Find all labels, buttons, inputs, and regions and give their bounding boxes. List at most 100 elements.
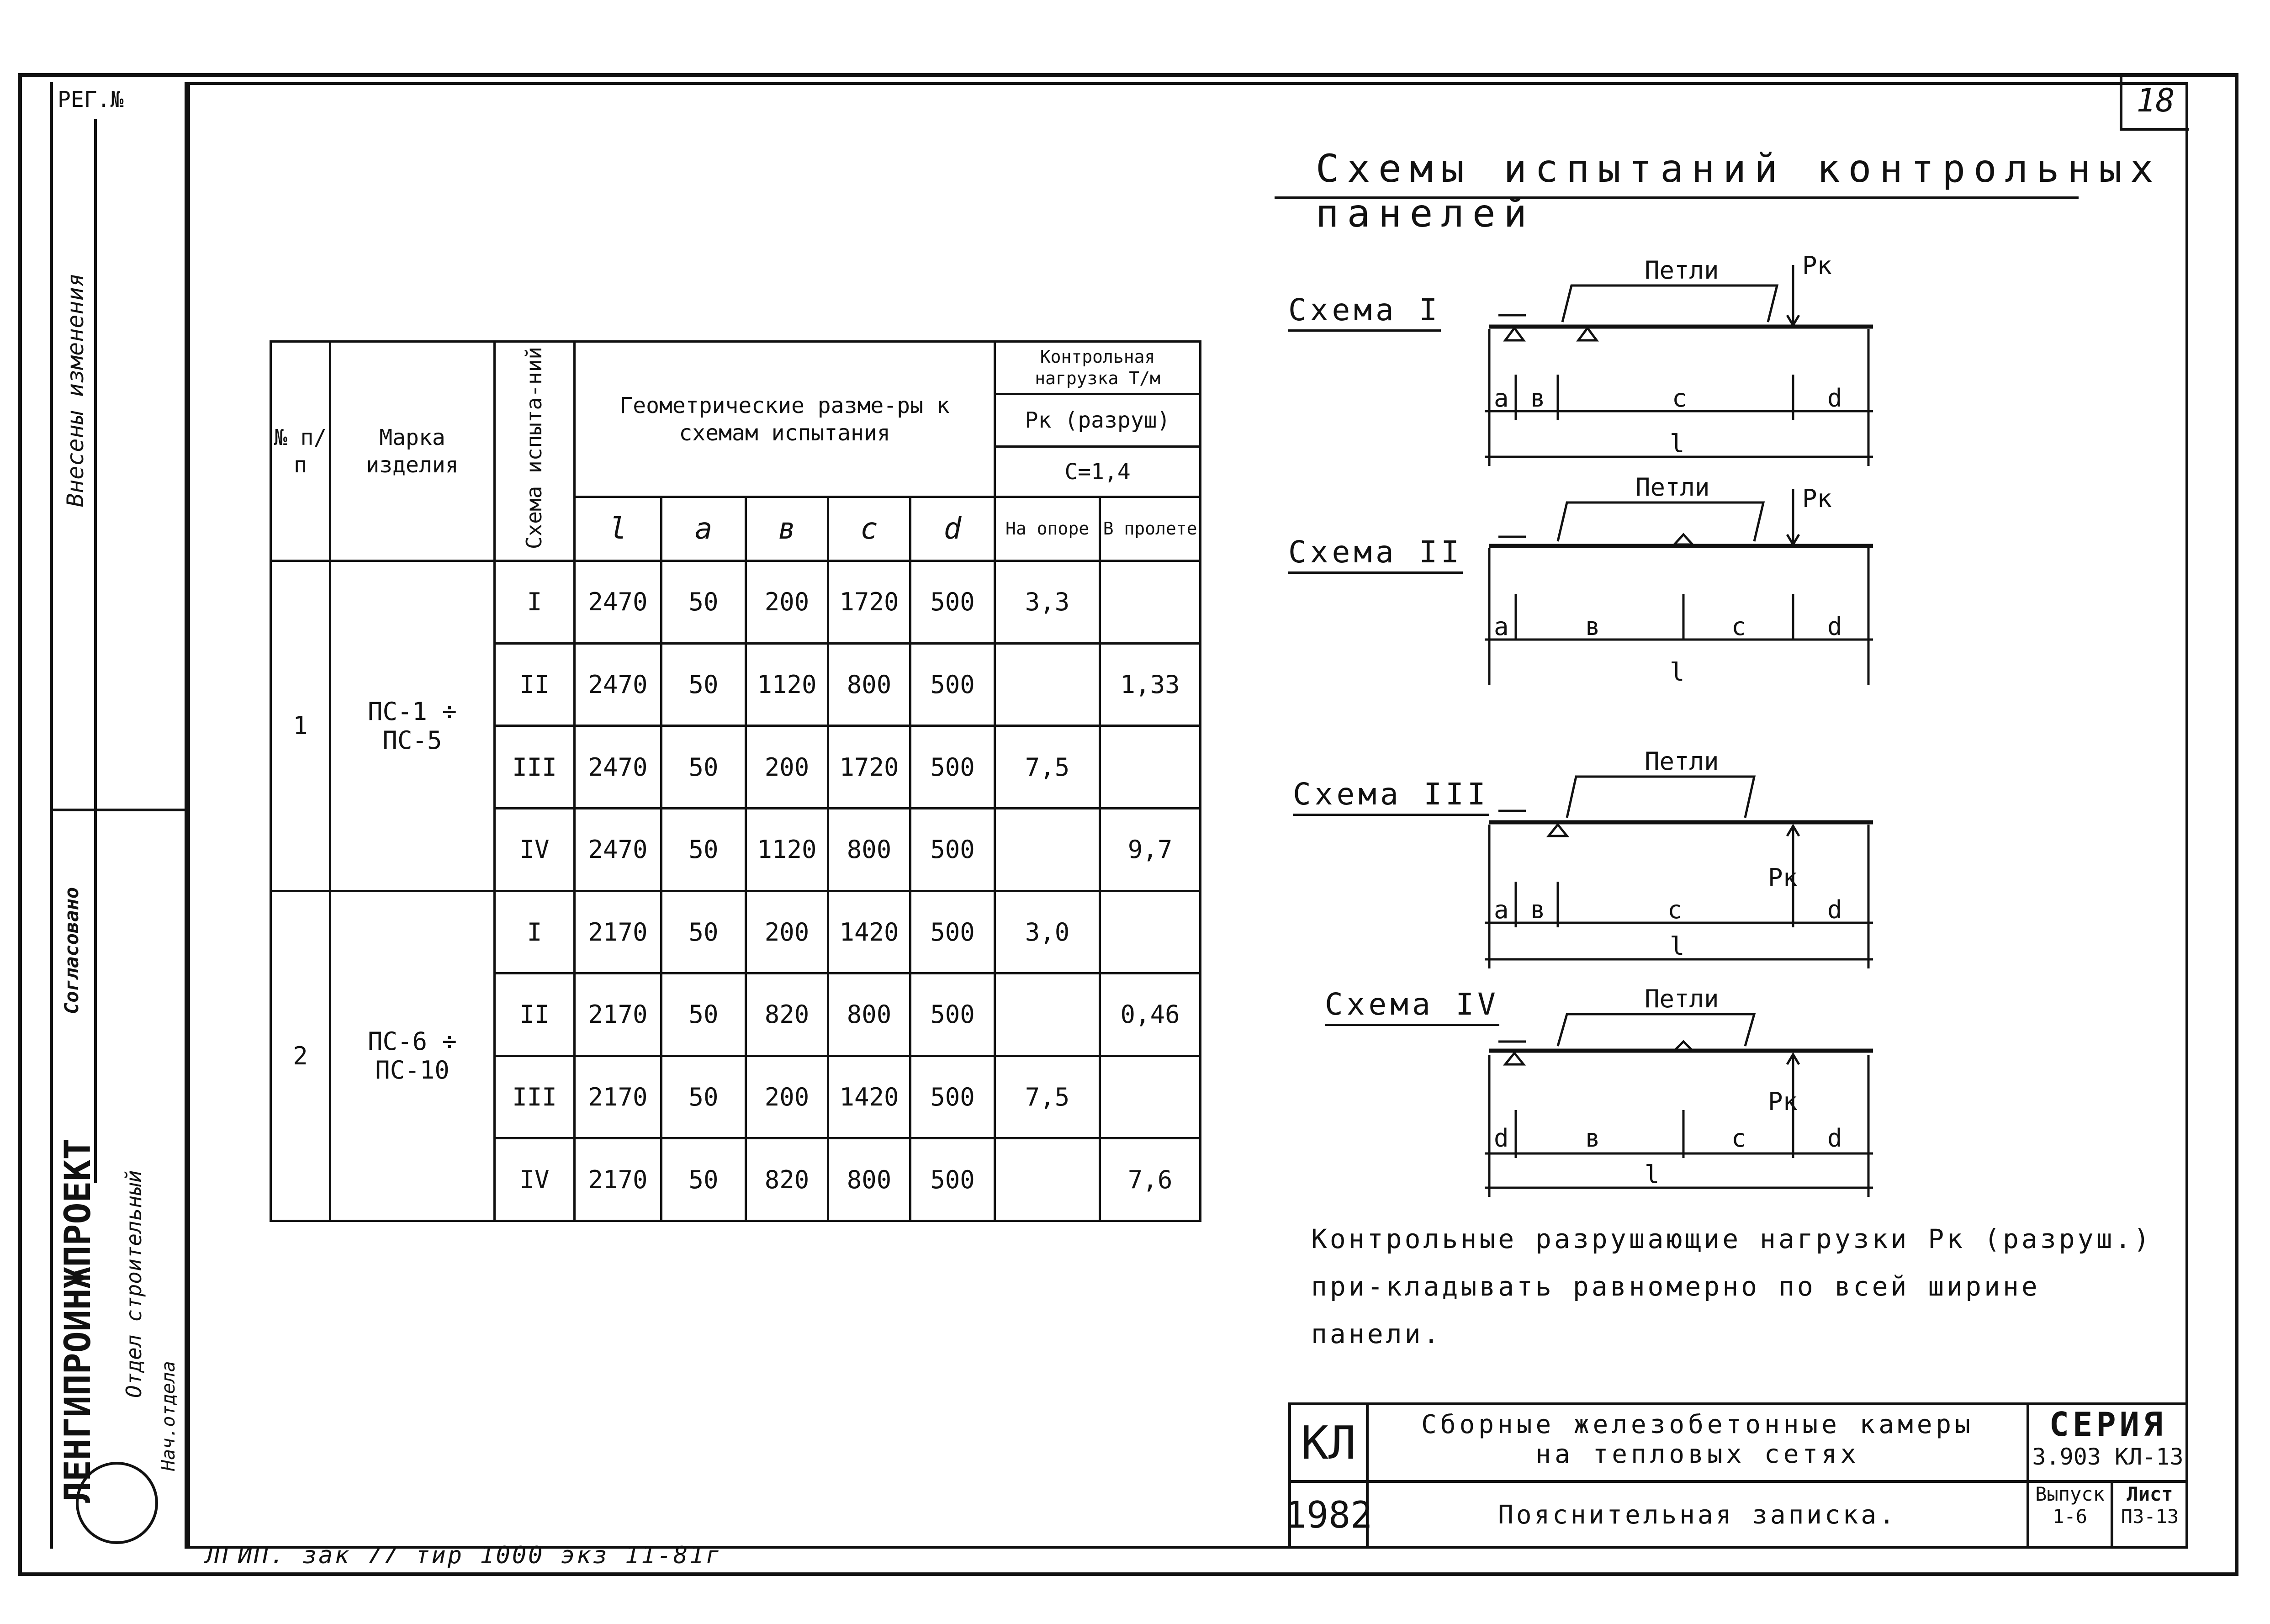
left-title-strip: РЕГ.№ Внесены изменения Согласовано ЛЕНГ… — [50, 82, 187, 1549]
dim-a: a — [1494, 895, 1509, 924]
cell-l: 2170 — [573, 1054, 662, 1140]
cell-l: 2170 — [573, 889, 662, 975]
cell-c: 800 — [827, 972, 911, 1057]
dim-a: a — [1494, 384, 1509, 413]
dim-d-left: d — [1494, 1124, 1509, 1153]
header-on-support: На опоре — [994, 496, 1101, 562]
stamp-year: 1982 — [1285, 1483, 1372, 1547]
stamp-code: КЛ — [1291, 1405, 1369, 1483]
group-mark: ПС-6 ÷ ПС-10 — [329, 889, 496, 1222]
cell-d: 500 — [909, 725, 996, 809]
cell-c: 1720 — [827, 725, 911, 809]
dim-l: l — [1645, 1160, 1660, 1189]
cell-c: 800 — [827, 1137, 911, 1222]
cell-span — [1099, 560, 1202, 645]
table-row: III 2470 50 200 1720 500 7,5 — [271, 725, 1202, 809]
header-scheme: Схема испыта-ний — [522, 346, 547, 550]
cell-a: 50 — [660, 642, 747, 727]
cell-l: 2170 — [573, 1137, 662, 1222]
stamp-name-line1: Сборные железобетонные камеры — [1421, 1410, 1974, 1439]
page-number: 18 — [2120, 73, 2189, 131]
cell-a: 50 — [660, 560, 747, 645]
table-row: IV 2470 50 1120 800 500 9,7 — [271, 807, 1202, 892]
dim-l: l — [1670, 932, 1685, 961]
dim-d: d — [1827, 895, 1842, 924]
test-schemes-diagram: Петли Pк a в c d l Петли Pк a в c d l Пе… — [1485, 251, 1873, 1197]
stamp-issue-value: 1-6 — [2053, 1505, 2087, 1528]
dim-b: в — [1585, 612, 1600, 641]
loops-label: Петли — [1645, 747, 1719, 776]
cell-b: 1120 — [745, 807, 829, 892]
page-title: Схемы испытаний контрольных панелей — [1316, 146, 2162, 236]
drawing-frame — [18, 73, 2238, 1576]
scheme-label-3: Схема III — [1293, 777, 1489, 816]
row-scheme: IV — [493, 807, 576, 892]
cell-l: 2470 — [573, 807, 662, 892]
stamp-sheet-label: Лист — [2127, 1483, 2173, 1505]
scheme-label-1: Схема I — [1288, 292, 1441, 332]
row-scheme: II — [493, 972, 576, 1057]
cell-span: 7,6 — [1099, 1137, 1202, 1222]
table-row: II 2470 50 1120 800 500 1,33 — [271, 642, 1202, 727]
stamp-doc: Пояснительная записка. — [1498, 1500, 1897, 1530]
test-loads-table: № п/п Марка изделия Схема испыта-ний Гео… — [270, 340, 1202, 1222]
agreed-label: Согласовано — [60, 887, 83, 1014]
cell-a: 50 — [660, 1137, 747, 1222]
cell-d: 500 — [909, 560, 996, 645]
cell-b: 1120 — [745, 642, 829, 727]
dim-c: c — [1731, 612, 1746, 641]
header-geometry: Геометрические разме-ры к схемам испытан… — [573, 340, 996, 498]
table-row: II 2170 50 820 800 500 0,46 — [271, 972, 1202, 1057]
cell-a: 50 — [660, 807, 747, 892]
cell-l: 2170 — [573, 972, 662, 1057]
pk-label: Pк — [1768, 1087, 1798, 1116]
stamp-series-label: СЕРИЯ — [2049, 1405, 2167, 1444]
header-col-d: d — [909, 496, 996, 562]
cell-l: 2470 — [573, 725, 662, 809]
pk-label: Pк — [1802, 484, 1832, 513]
dim-c: c — [1672, 384, 1687, 413]
cell-b: 820 — [745, 972, 829, 1057]
cell-support — [994, 1137, 1101, 1222]
pk-label: Pк — [1768, 863, 1798, 892]
cell-d: 500 — [909, 807, 996, 892]
dim-b: в — [1585, 1124, 1600, 1153]
cell-d: 500 — [909, 972, 996, 1057]
cell-b: 200 — [745, 1054, 829, 1140]
dim-c: c — [1731, 1124, 1746, 1153]
dim-c: c — [1667, 895, 1683, 924]
header-in-span: В пролете — [1099, 496, 1202, 562]
stamp-name-line2: на тепловых сетях — [1535, 1439, 1860, 1469]
dim-d: d — [1827, 384, 1842, 413]
cell-a: 50 — [660, 725, 747, 809]
org-name: ЛЕНГИПРОИНЖПРОЕКТ — [58, 1138, 99, 1503]
cell-support: 7,5 — [994, 1054, 1101, 1140]
cell-support — [994, 642, 1101, 727]
cell-span: 9,7 — [1099, 807, 1202, 892]
cell-support: 7,5 — [994, 725, 1101, 809]
header-col-c: c — [827, 496, 911, 562]
cell-c: 1420 — [827, 1054, 911, 1140]
header-num: № п/п — [270, 340, 331, 562]
cell-c: 800 — [827, 807, 911, 892]
scheme-label-2: Схема II — [1288, 534, 1463, 574]
scheme-2-drawing — [1485, 489, 1873, 685]
strip-divider — [94, 119, 97, 1183]
cell-d: 500 — [909, 1137, 996, 1222]
dim-l: l — [1670, 429, 1685, 458]
stamp-sheet-value: ПЗ-13 — [2121, 1505, 2179, 1528]
cell-a: 50 — [660, 972, 747, 1057]
header-c: C=1,4 — [994, 445, 1202, 498]
cell-l: 2470 — [573, 642, 662, 727]
table-row: IV 2170 50 820 800 500 7,6 — [271, 1137, 1202, 1222]
row-scheme: IV — [493, 1137, 576, 1222]
scheme-3-drawing — [1485, 775, 1873, 968]
header-col-b: в — [745, 496, 829, 562]
drawing-inner-frame — [187, 82, 2188, 1549]
cell-c: 1720 — [827, 560, 911, 645]
title-underline — [1275, 196, 2079, 199]
cell-l: 2470 — [573, 560, 662, 645]
title-block: КЛ 1982 Сборные железобетонные камеры на… — [1285, 1402, 2188, 1549]
pk-label: Pк — [1802, 251, 1832, 280]
header-col-a: a — [660, 496, 747, 562]
